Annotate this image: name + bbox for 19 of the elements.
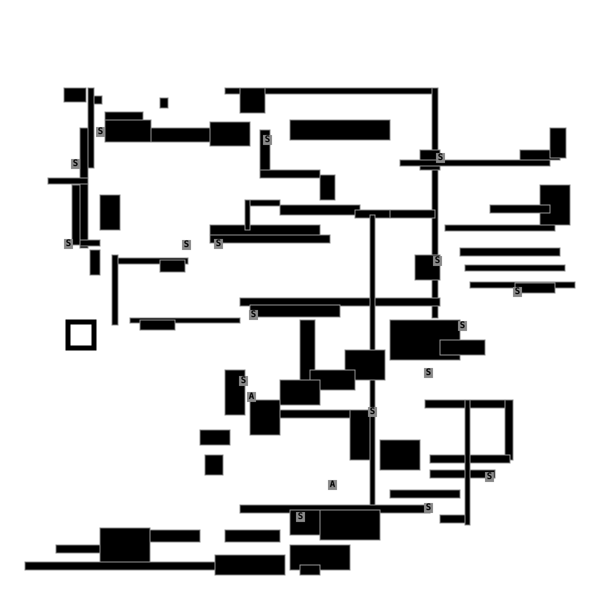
map-letter: S <box>71 159 80 169</box>
map-letter: S <box>249 310 258 320</box>
map-letter: S <box>433 256 442 266</box>
map-letter: S <box>513 287 522 297</box>
map-letter: S <box>214 239 223 249</box>
map-letter: A <box>247 392 256 402</box>
map-letter: S <box>182 240 191 250</box>
map-letter: S <box>96 127 105 137</box>
map-letter: S <box>424 368 433 378</box>
map-letter: S <box>368 407 377 417</box>
map-letter: S <box>436 153 445 163</box>
map-letter: A <box>328 480 337 490</box>
map-letter: S <box>424 503 433 513</box>
map-letter: S <box>458 321 467 331</box>
map-letter: S <box>64 239 73 249</box>
map-letter: S <box>239 376 248 386</box>
map-letter: S <box>263 135 272 145</box>
map-letter: S <box>296 512 305 522</box>
map-letter: S <box>485 472 494 482</box>
